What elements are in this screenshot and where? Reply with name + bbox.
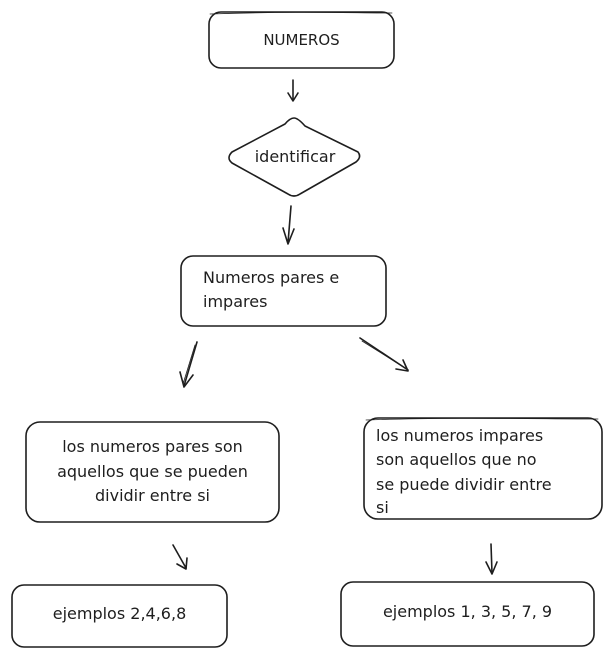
right-node-label-line3: se puede dividir entre — [376, 475, 552, 494]
root-node-box — [208, 11, 395, 69]
arrow-middle-to-left — [183, 341, 198, 387]
right-node-box — [363, 417, 603, 520]
root-node-label: NUMEROS — [263, 31, 340, 49]
middle-node-box — [180, 255, 387, 327]
arrow-decision-to-middle — [287, 205, 292, 244]
left-example-box — [11, 584, 228, 648]
right-example-label: ejemplos 1, 3, 5, 7, 9 — [382, 602, 553, 621]
left-example-label: ejemplos 2,4,6,8 — [52, 604, 187, 623]
middle-node-label-line2: impares — [203, 292, 268, 311]
arrow-left-to-example — [172, 544, 187, 569]
right-example-box — [340, 581, 595, 647]
left-node-label-line1: los numeros pares son — [62, 437, 243, 456]
left-node-label-line2: aquellos que se pueden — [57, 462, 248, 481]
left-node-box — [25, 421, 280, 523]
right-node-label-line4: si — [376, 498, 389, 517]
left-node-label-line3: dividir entre si — [95, 486, 210, 505]
arrow-right-to-example — [490, 543, 493, 574]
right-node-label-line2: son aquellos que no — [376, 450, 537, 469]
right-node-label-line1: los numeros impares — [376, 426, 544, 445]
decision-node-label: identificar — [254, 147, 336, 166]
middle-node-label-line1: Numeros pares e — [203, 268, 340, 287]
decision-diamond — [228, 117, 361, 197]
